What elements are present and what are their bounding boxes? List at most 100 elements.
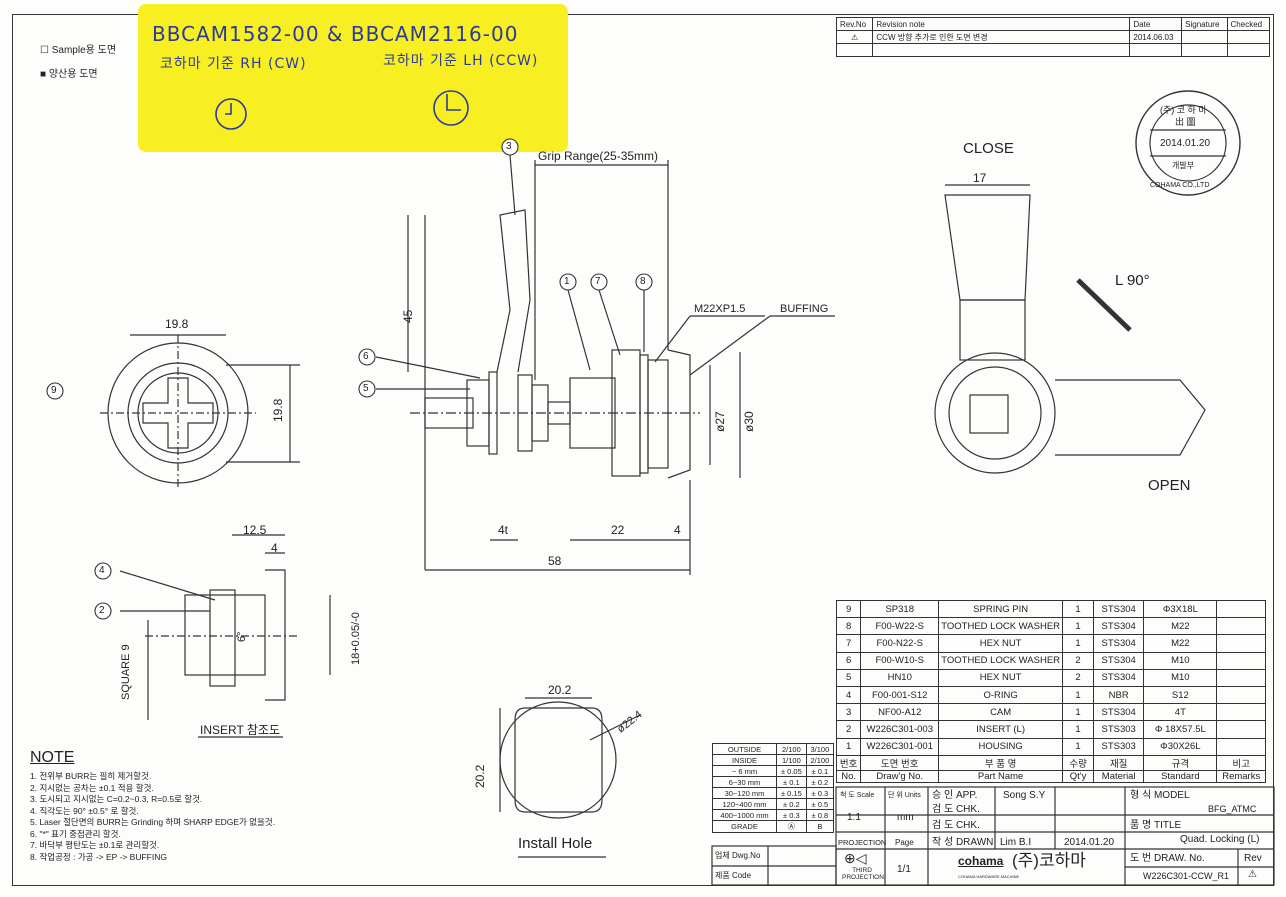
bom-cell: 5 — [835, 668, 862, 687]
bom-header-cell: Standard — [1143, 769, 1218, 783]
bom-cell: STS304 — [1093, 651, 1145, 670]
balloon-label-8: 8 — [640, 276, 646, 287]
bom-cell: STS304 — [1093, 617, 1145, 636]
bom-cell — [1216, 703, 1266, 722]
bom-cell: HOUSING — [938, 737, 1064, 756]
dim-20-2-top: 20.2 — [548, 683, 572, 697]
bom-cell: 2 — [1062, 651, 1095, 670]
approve-label: 승 인 APP. — [932, 790, 978, 801]
tolerance-cell: ± 0.05 — [775, 765, 807, 777]
note-item: 4. 직각도는 90° ±0.5° 로 할것. — [30, 805, 139, 816]
tolerance-cell: GRADE — [712, 820, 777, 833]
tolerance-cell: ~ 6 mm — [712, 765, 777, 777]
dim-22: 22 — [611, 523, 625, 537]
bom-header-cell: 부 품 명 — [938, 754, 1064, 771]
bom-cell — [1216, 720, 1266, 739]
bom-cell: S12 — [1143, 685, 1218, 705]
rev-empty — [1226, 43, 1271, 57]
drawn-date: 2014.01.20 — [1064, 837, 1115, 848]
rev-label: Rev — [1244, 853, 1262, 864]
bom-header-cell: 규격 — [1143, 754, 1218, 771]
bom-cell: TOOTHED LOCK WASHER — [938, 651, 1064, 670]
stamp-team: 개발부 — [1172, 161, 1195, 170]
rev-value: ⚠ — [1248, 869, 1257, 880]
company-name: (주)코하마 — [1012, 851, 1086, 870]
balloon-8 — [635, 273, 653, 291]
rev-empty — [835, 43, 874, 57]
bom-cell: M22 — [1143, 634, 1218, 653]
maker-dwg-no-label: 업체 Dwg.No — [715, 851, 761, 860]
tolerance-cell: ± 0.8 — [805, 809, 835, 821]
balloon-label-5: 5 — [363, 383, 369, 394]
bom-cell: 4T — [1143, 703, 1218, 722]
balloon-1 — [559, 273, 577, 291]
bom-cell: 8 — [835, 617, 862, 636]
bom-cell: STS304 — [1093, 634, 1145, 653]
notes-list: 1. 전위부 BURR는 필히 제거할것.2. 지시없는 공차는 ±0.1 적용… — [30, 771, 275, 863]
units-label: 단 위 Units — [888, 792, 921, 799]
bom-header-cell: No. — [835, 769, 862, 783]
check-label-1: 검 도 CHK. — [932, 804, 980, 815]
bom-cell — [1216, 685, 1266, 705]
title-block-frame — [711, 786, 1275, 886]
bom-cell: 1 — [1062, 737, 1095, 756]
bom-cell: 3 — [835, 703, 862, 722]
tolerance-cell: 1/100 — [775, 754, 807, 766]
bom-cell: M22 — [1143, 617, 1218, 636]
bom-cell: Φ 18X57.5L — [1143, 720, 1218, 739]
bom-cell: NBR — [1093, 685, 1145, 705]
insert-section-view — [119, 534, 331, 738]
balloon-9 — [46, 382, 64, 400]
bom-cell: 1 — [1062, 634, 1095, 653]
bom-cell: F00-W22-S — [860, 617, 940, 636]
tolerance-row: 6~30 mm± 0.1± 0.2 — [712, 776, 835, 788]
model-label: 형 식 MODEL — [1130, 790, 1190, 801]
bom-cell: 1 — [1062, 685, 1095, 705]
balloon-label-6: 6 — [363, 351, 369, 362]
drawer-name: Lim B.I — [1000, 837, 1032, 848]
bom-cell: 1 — [1062, 617, 1095, 636]
approver-name: Song S.Y — [1003, 790, 1046, 801]
tolerance-cell: 6~30 mm — [712, 776, 777, 788]
tolerance-cell: ± 0.1 — [775, 776, 807, 788]
dim-12-5: 12.5 — [243, 523, 267, 537]
note-item: 7. 바닥부 평탄도는 ±0.1로 관리할것. — [30, 840, 160, 850]
projection-label: PROJECTION — [838, 838, 887, 847]
scale-value: 1:1 — [847, 812, 861, 823]
page-value: 1/1 — [897, 864, 911, 875]
dim-19-8-top: 19.8 — [165, 317, 189, 331]
tolerance-cell: 120~400 mm — [712, 798, 777, 810]
tolerance-cell: ± 0.2 — [805, 776, 835, 788]
bom-cell: 1 — [1062, 599, 1095, 619]
dwg-no-value: W226C301-CCW_R1 — [1143, 871, 1230, 881]
bom-cell: W226C301-001 — [860, 737, 940, 756]
legend-sample: ☐ Sample용 도면 — [40, 45, 117, 56]
label-open: OPEN — [1148, 477, 1191, 494]
tolerance-cell: OUTSIDE — [712, 743, 777, 755]
dim-17: 17 — [973, 171, 987, 185]
dwg-no-label: 도 번 DRAW. No. — [1130, 853, 1205, 864]
rotation-symbols — [215, 90, 469, 130]
tolerance-cell: ± 0.1 — [805, 765, 835, 777]
bom-cell: 6 — [835, 651, 862, 670]
bom-header-cell: 비고 — [1216, 754, 1266, 771]
dim-18: 18+0.05/-0 — [350, 612, 362, 665]
bom-cell: M10 — [1143, 668, 1218, 687]
bom-cell — [1216, 651, 1266, 670]
balloon-3 — [501, 138, 519, 156]
bom-cell: HEX NUT — [938, 634, 1064, 653]
note-item: 1. 전위부 BURR는 필히 제거할것. — [30, 771, 152, 781]
revision-table: Rev.No Revision note Date Signature Chec… — [835, 17, 1271, 57]
title-value: Quad. Locking (L) — [1180, 834, 1260, 845]
handwritten-rh: 코하마 기준 RH (CW) — [160, 56, 307, 72]
balloon-label-1: 1 — [564, 276, 570, 287]
balloon-group — [46, 138, 653, 620]
bom-header-cell: Qt'y — [1062, 769, 1095, 783]
